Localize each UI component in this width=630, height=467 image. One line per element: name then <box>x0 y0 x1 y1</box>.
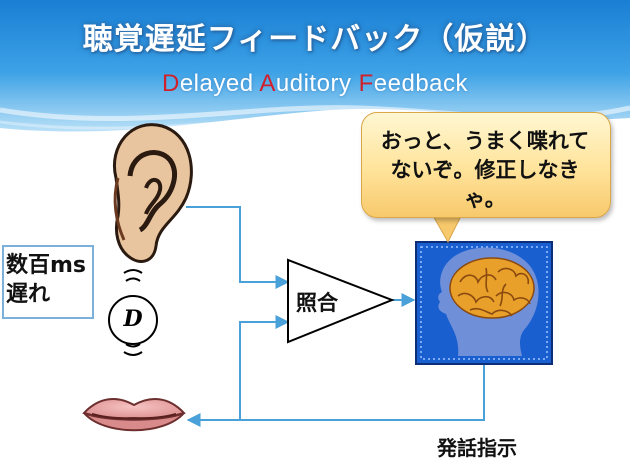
brain-to-mouth-arrow <box>186 362 485 427</box>
delay-symbol: D <box>123 306 143 332</box>
delay-circle <box>108 295 158 345</box>
efference-copy-arrow <box>239 315 290 420</box>
subtitle-part: D <box>161 70 180 97</box>
comparator-triangle <box>287 258 395 344</box>
speech-bubble <box>361 112 611 218</box>
subtitle-part: F <box>358 70 374 97</box>
delay-callout-text: 数百ms 遅れ <box>6 253 87 307</box>
speech-bubble-text: おっと、うまく喋れて ないぞ。修正しなきゃ。 <box>380 129 590 211</box>
brain-head-icon <box>415 241 553 365</box>
page-title: 聴覚遅延フィードバック（仮説） <box>82 22 548 57</box>
speech-bubble-tail <box>431 213 463 244</box>
mouth-icon <box>82 398 186 432</box>
subtitle-part: elayed <box>179 70 260 97</box>
ear-icon <box>113 123 193 263</box>
comparator-label: 照合 <box>296 291 338 315</box>
ear-to-compare-arrow <box>186 206 290 289</box>
page-subtitle: Delayed Auditory Feedback <box>0 70 630 98</box>
delay-callout <box>2 245 94 319</box>
subtitle-part: uditory <box>275 70 359 97</box>
subtitle-part: eedback <box>373 70 469 97</box>
subtitle-part: A <box>259 70 276 97</box>
sound-wave-icon <box>123 269 143 356</box>
speech-command-label: 発話指示 <box>437 436 517 460</box>
